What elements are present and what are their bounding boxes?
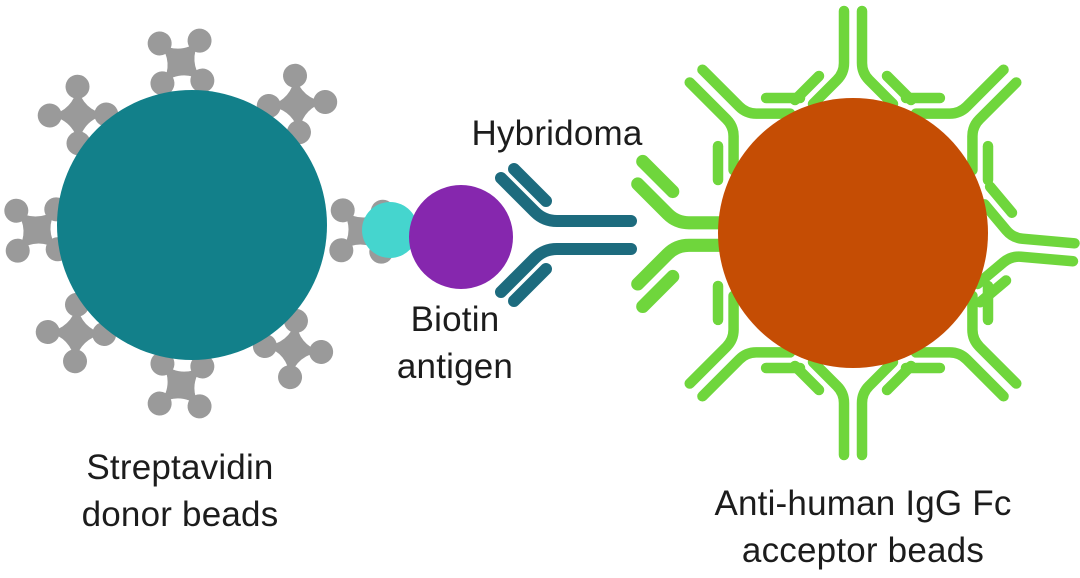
hybridoma-antibody-icon xyxy=(495,163,637,307)
acceptor-bead-group xyxy=(638,11,1079,455)
donor-bead-group xyxy=(3,27,396,420)
acceptor-bead-label: Anti-human IgG Fc acceptor beads xyxy=(714,484,1012,570)
streptavidin-icon xyxy=(146,350,216,420)
acceptor-bead-circle xyxy=(718,98,988,368)
streptavidin-icon xyxy=(146,27,216,97)
anti-igg-antibody-icon xyxy=(795,362,911,455)
anti-igg-antibody-icon xyxy=(795,11,911,104)
biotin-antigen-label: Biotin antigen xyxy=(396,300,514,386)
donor-bead-circle xyxy=(57,90,327,360)
antigen-icon xyxy=(409,185,513,289)
biotin-icon xyxy=(362,202,418,258)
donor-bead-label: Streptavidin donor beads xyxy=(81,448,279,534)
hybridoma-label: Hybridoma xyxy=(471,114,643,153)
